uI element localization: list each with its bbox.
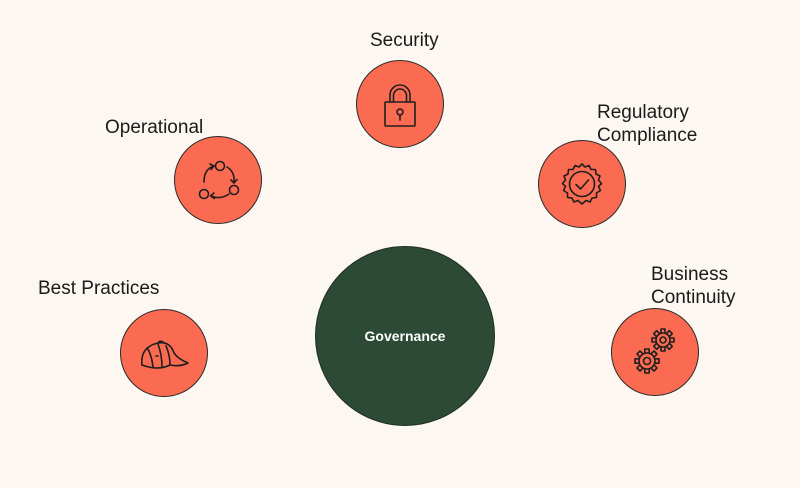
best-practices-node	[120, 309, 208, 397]
regulatory-compliance-node	[538, 140, 626, 228]
security-node	[356, 60, 444, 148]
cycle-icon	[198, 160, 240, 200]
operational-node	[174, 136, 262, 224]
badge-check-icon	[561, 163, 603, 205]
regulatory-compliance-label: Regulatory Compliance	[597, 102, 698, 146]
business-continuity-node	[611, 308, 699, 396]
gears-icon	[634, 328, 675, 374]
security-label: Security	[370, 30, 439, 51]
governance-label: Governance	[364, 328, 446, 344]
business-continuity-label: Business Continuity	[651, 264, 736, 308]
best-practices-label: Best Practices	[38, 278, 160, 299]
operational-label: Operational	[105, 117, 204, 138]
lock-icon	[384, 84, 416, 127]
cap-icon	[141, 340, 189, 369]
governance-node: Governance	[315, 246, 495, 426]
